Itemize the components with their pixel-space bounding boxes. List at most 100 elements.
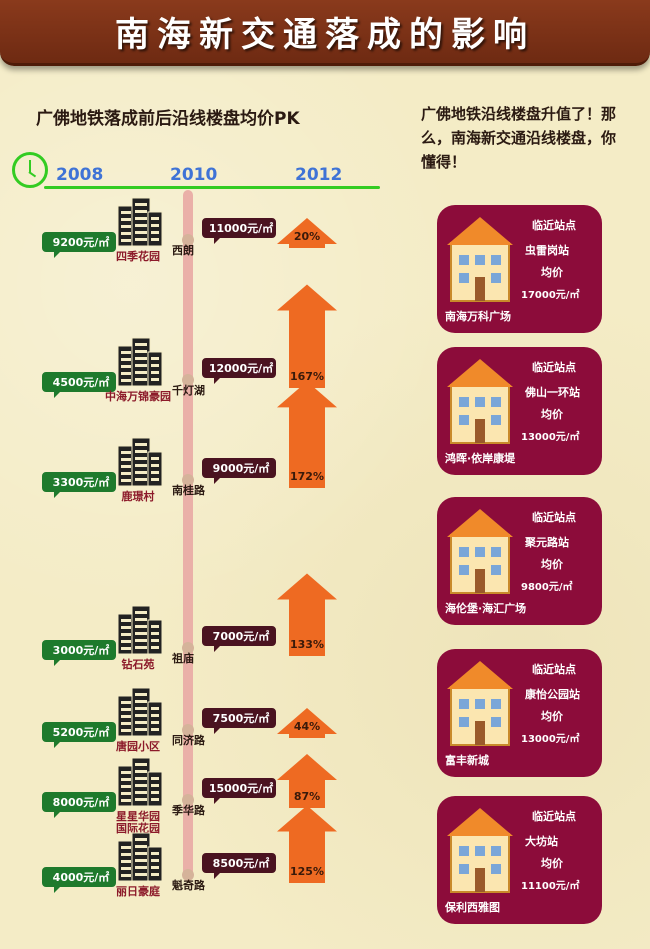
price-2010-badge [202, 458, 276, 484]
increase-arrow [277, 218, 337, 248]
price-2010-label: 8500元/㎡ [213, 856, 270, 870]
estate-card: 临近站点 聚元路站 均价 9800元/㎡ 海伦堡·海汇广场 [437, 497, 602, 625]
estate-name: 国际花园 [116, 821, 160, 835]
increase-pct-label: 87% [294, 790, 320, 803]
increase-arrow [277, 708, 337, 738]
building-icon [117, 437, 163, 487]
price-2008-badge [42, 867, 116, 893]
timeline-axis [44, 186, 380, 189]
price-label: 均价 [541, 857, 563, 870]
estate-card: 临近站点 佛山一环站 均价 13000元/㎡ 鸿晖·依岸康堤 [437, 347, 602, 475]
station-name: 魁奇路 [172, 878, 206, 892]
station-dot [182, 234, 194, 246]
station-name: 季华路 [171, 803, 206, 817]
price-2008-label: 3000元/㎡ [53, 643, 110, 657]
estate-card: 临近站点 虫雷岗站 均价 17000元/㎡ 南海万科广场 [437, 205, 602, 333]
price-2008-label: 8000元/㎡ [53, 795, 110, 809]
estate-card: 临近站点 大坊站 均价 11100元/㎡ 保利西雅图 [437, 796, 602, 924]
price-2008-badge [42, 232, 116, 258]
estate-name: 鸿晖·依岸康堤 [445, 452, 516, 465]
estate-name: 钻石苑 [122, 657, 155, 671]
price-2008-label: 4000元/㎡ [53, 870, 110, 884]
estate-name: 唐园小区 [116, 739, 160, 753]
estate-name: 海伦堡·海汇广场 [445, 602, 527, 615]
nearby-station-heading: 临近站点 [532, 511, 576, 524]
price-2008-badge [42, 372, 116, 398]
page-title: 南海新交通落成的影响 [115, 15, 535, 55]
station-name: 康怡公园站 [525, 688, 580, 701]
average-price: 13000元/㎡ [521, 734, 580, 745]
average-price: 9800元/㎡ [521, 582, 573, 593]
title-banner: 南海新交通落成的影响 [0, 0, 650, 66]
building-icon [117, 337, 163, 387]
tower-icon [447, 509, 513, 594]
price-2008-label: 5200元/㎡ [53, 725, 110, 739]
station-dot [182, 724, 194, 736]
price-label: 均价 [541, 558, 563, 571]
station-dot [182, 642, 194, 654]
nearby-station-heading: 临近站点 [532, 663, 576, 676]
price-2010-badge [202, 778, 276, 804]
increase-pct-label: 167% [290, 370, 324, 383]
price-2010-label: 11000元/㎡ [209, 221, 273, 235]
station-name: 大坊站 [525, 835, 558, 848]
price-label: 均价 [541, 408, 563, 421]
estate-name: 四季花园 [116, 249, 160, 263]
station-dot [182, 374, 194, 386]
estate-name: 星星华园 [116, 809, 160, 823]
building-icon [117, 687, 163, 737]
increase-pct-label: 133% [290, 638, 324, 651]
hotel-icon [447, 808, 513, 893]
year-label-2008: 2008 [56, 165, 104, 185]
increase-arrow [277, 754, 337, 808]
increase-pct-label: 20% [294, 230, 320, 243]
station-name: 千灯湖 [172, 383, 205, 397]
price-2010-label: 12000元/㎡ [209, 361, 273, 375]
nearby-station-heading: 临近站点 [532, 219, 576, 232]
increase-pct-label: 44% [294, 720, 320, 733]
price-2008-label: 4500元/㎡ [53, 375, 110, 389]
building-icon [117, 605, 163, 655]
price-2010-badge [202, 358, 276, 384]
increase-arrow [277, 381, 337, 488]
metro-line [183, 190, 193, 878]
clock-icon [12, 152, 48, 188]
price-2008-badge [42, 792, 116, 818]
increase-pct-label: 125% [290, 865, 324, 878]
average-price: 11100元/㎡ [521, 881, 580, 892]
price-2010-label: 7000元/㎡ [213, 629, 270, 643]
price-2010-label: 7500元/㎡ [213, 711, 270, 725]
apartment-icon [447, 359, 513, 444]
estate-name: 中海万锦豪园 [105, 389, 171, 403]
station-name: 南桂路 [172, 483, 206, 497]
increase-arrow [277, 284, 337, 388]
price-2008-label: 9200元/㎡ [53, 235, 110, 249]
estate-name: 鹿璟村 [122, 489, 155, 503]
increase-arrow [277, 805, 337, 883]
year-label-2012: 2012 [295, 165, 343, 185]
station-dot [182, 869, 194, 881]
nearby-station-heading: 临近站点 [532, 810, 576, 823]
price-2010-badge [202, 626, 276, 652]
price-2010-badge [202, 708, 276, 734]
price-2010-badge [202, 853, 276, 879]
station-name: 佛山一环站 [525, 386, 580, 399]
station-dot [182, 794, 194, 806]
station-dot [182, 474, 194, 486]
price-label: 均价 [541, 710, 563, 723]
estate-name: 南海万科广场 [445, 310, 511, 323]
nearby-station-heading: 临近站点 [532, 361, 576, 374]
price-2008-badge [42, 472, 116, 498]
estate-name: 富丰新城 [445, 754, 489, 767]
price-label: 均价 [541, 266, 563, 279]
year-label-2010: 2010 [170, 165, 218, 185]
price-2008-badge [42, 722, 116, 748]
station-name: 西朗 [172, 243, 194, 257]
price-2008-label: 3300元/㎡ [53, 475, 110, 489]
side-note: 广佛地铁沿线楼盘升值了！那么，南海新交通沿线楼盘，你懂得！ [421, 105, 617, 171]
chart-subtitle: 广佛地铁落成前后沿线楼盘均价PK [36, 109, 300, 129]
building-icon [117, 832, 163, 882]
estate-card: 临近站点 康怡公园站 均价 13000元/㎡ 富丰新城 [437, 649, 602, 777]
price-2010-badge [202, 218, 276, 244]
